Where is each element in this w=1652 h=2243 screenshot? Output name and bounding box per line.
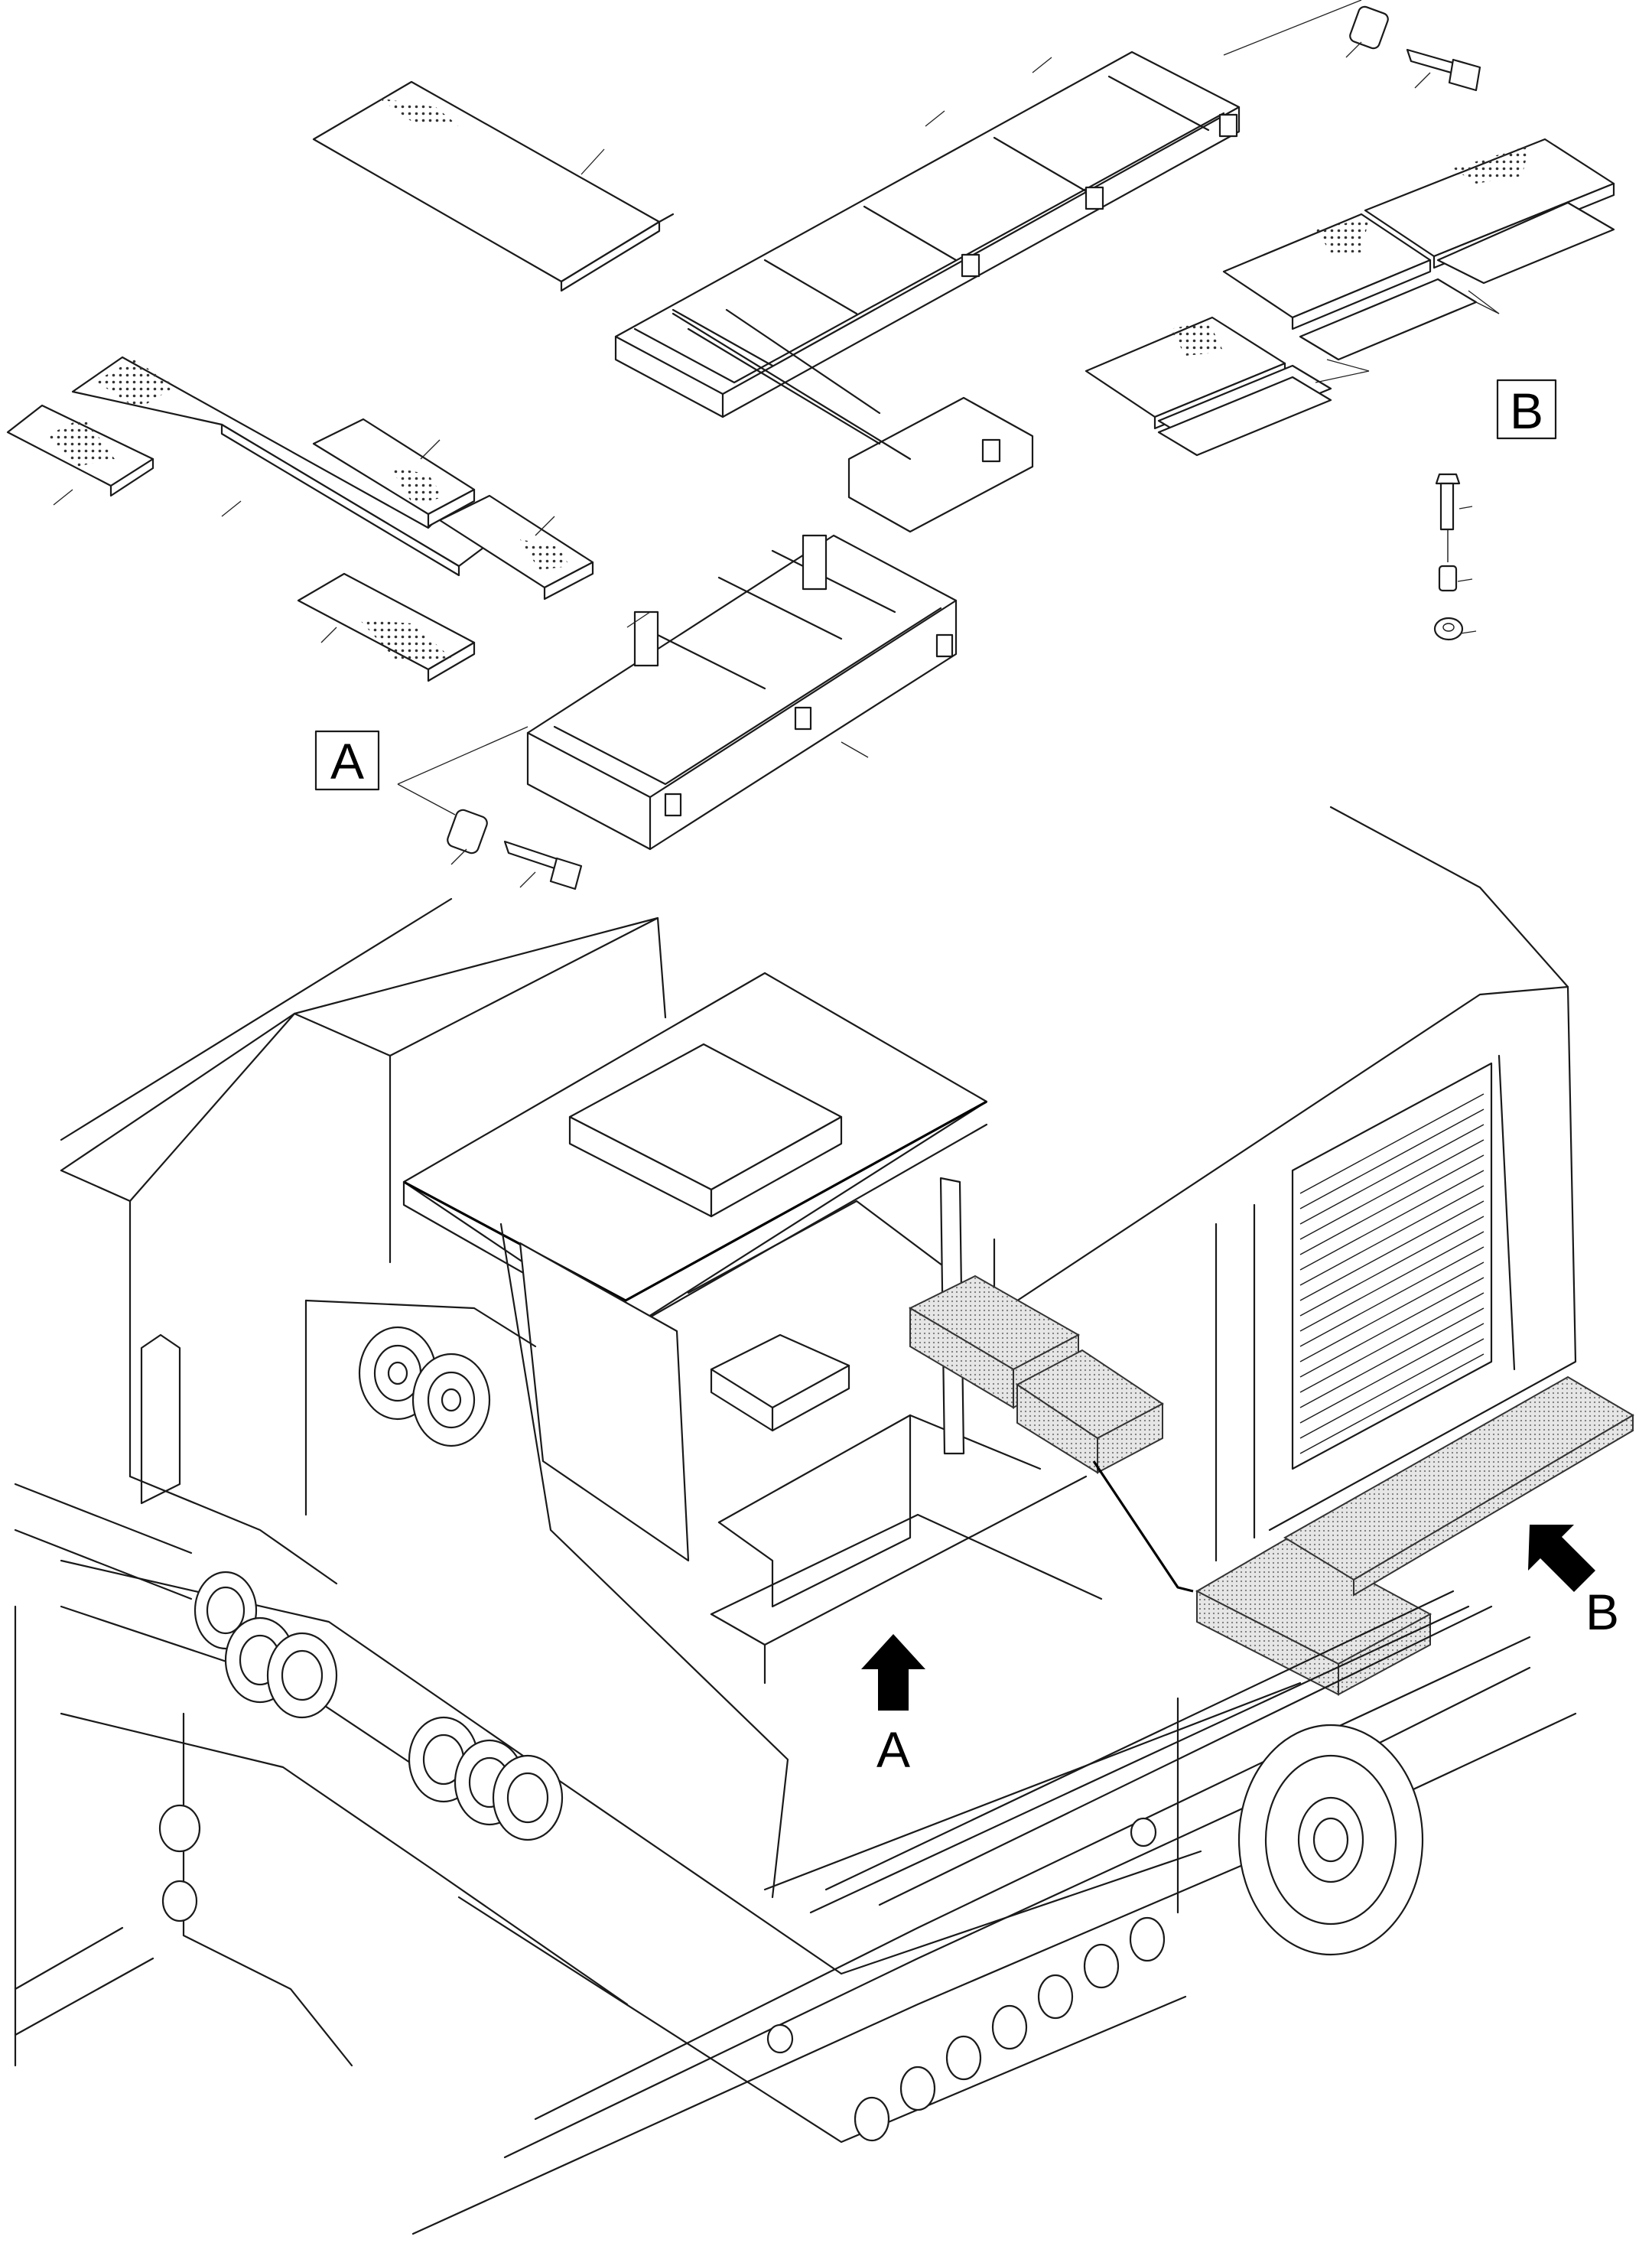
callout-b-label: B [1510, 383, 1543, 439]
arrow-b: B [1528, 1525, 1619, 1640]
walkway-plate-left [6, 356, 491, 577]
plates-group-b [1085, 138, 1615, 457]
arrow-up-icon [861, 1634, 925, 1711]
undercarriage [14, 1483, 1577, 2235]
shaded-blocks-b [1195, 1375, 1634, 1696]
frame-small [526, 534, 958, 851]
arrow-a-label: A [876, 1721, 910, 1778]
frame-large [614, 0, 1362, 533]
arrow-a: A [861, 1634, 925, 1778]
callout-b-box: B [1496, 379, 1557, 440]
cover-plate-top [312, 80, 675, 292]
step-plates-left [297, 418, 594, 682]
arrow-up-left-icon [1528, 1525, 1595, 1592]
hardware-stack-b [1433, 473, 1477, 641]
callout-a-label: A [330, 733, 364, 789]
spacer-bolt-top [1345, 5, 1481, 92]
louver-vent [1299, 1093, 1485, 1454]
rollers [158, 1326, 1424, 2142]
arrow-b-label: B [1585, 1584, 1619, 1640]
callout-a-box: A [314, 730, 380, 791]
machine-body [60, 806, 1577, 1899]
shaded-blocks-a [908, 1275, 1164, 1474]
spacer-bolt-a [397, 726, 583, 890]
side-details [128, 1299, 537, 1585]
